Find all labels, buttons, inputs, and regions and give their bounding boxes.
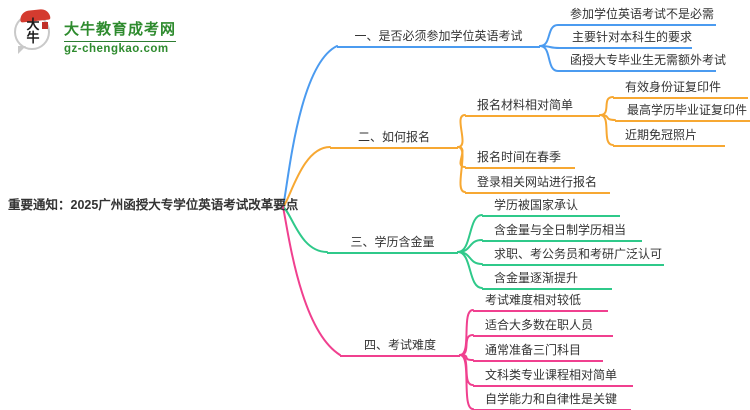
branch-2-label: 二、如何报名 bbox=[330, 130, 458, 149]
site-domain: gz-chengkao.com bbox=[64, 43, 169, 55]
logo-characters: 大牛 bbox=[26, 18, 40, 46]
branch-1-child-2: 主要针对本科生的要求 bbox=[560, 30, 692, 49]
branch-4-child-2: 适合大多数在职人员 bbox=[473, 318, 613, 337]
branch-2-child-1: 报名材料相对简单 bbox=[465, 98, 600, 117]
logo-seal-icon bbox=[42, 22, 48, 29]
branch-4-child-1: 考试难度相对较低 bbox=[473, 293, 608, 312]
branch-1-label: 一、是否必须参加学位英语考试 bbox=[337, 29, 540, 48]
branch-2-child-1-sub-1: 有效身份证复印件 bbox=[613, 80, 748, 99]
branch-4-child-4: 文科类专业课程相对简单 bbox=[473, 368, 633, 387]
branch-2-child-2: 报名时间在春季 bbox=[465, 150, 575, 169]
branch-3-child-1: 学历被国家承认 bbox=[482, 198, 620, 217]
branch-2-child-1-sub-2: 最高学历毕业证复印件 bbox=[615, 103, 750, 122]
branch-2-child-3: 登录相关网站进行报名 bbox=[465, 175, 610, 194]
logo-badge: 大牛 bbox=[14, 8, 56, 54]
logo-text: 大牛教育成考网 gz-chengkao.com bbox=[64, 10, 177, 55]
branch-4-child-3: 通常准备三门科目 bbox=[473, 343, 603, 362]
branch-3-child-2: 含金量与全日制学历相当 bbox=[482, 223, 642, 242]
site-logo: 大牛 大牛教育成考网 gz-chengkao.com bbox=[14, 8, 177, 55]
site-name: 大牛教育成考网 bbox=[64, 18, 177, 42]
branch-1-child-1: 参加学位英语考试不是必需 bbox=[558, 7, 716, 26]
branch-4-label: 四、考试难度 bbox=[340, 338, 460, 357]
logo-bubble-tail-icon bbox=[18, 46, 26, 54]
branch-2-child-1-sub-3: 近期免冠照片 bbox=[613, 128, 725, 147]
branch-4-child-5: 自学能力和自律性是关键 bbox=[473, 392, 631, 410]
branch-3-label: 三、学历含金量 bbox=[327, 235, 458, 254]
branch-3-child-4: 含金量逐渐提升 bbox=[482, 271, 612, 290]
branch-3-child-3: 求职、考公务员和考研广泛认可 bbox=[482, 247, 664, 266]
root-topic: 重要通知：2025广州函授大专学位英语考试改革要点 bbox=[8, 198, 299, 212]
branch-1-child-3: 函授大专毕业生无需额外考试 bbox=[558, 53, 726, 72]
